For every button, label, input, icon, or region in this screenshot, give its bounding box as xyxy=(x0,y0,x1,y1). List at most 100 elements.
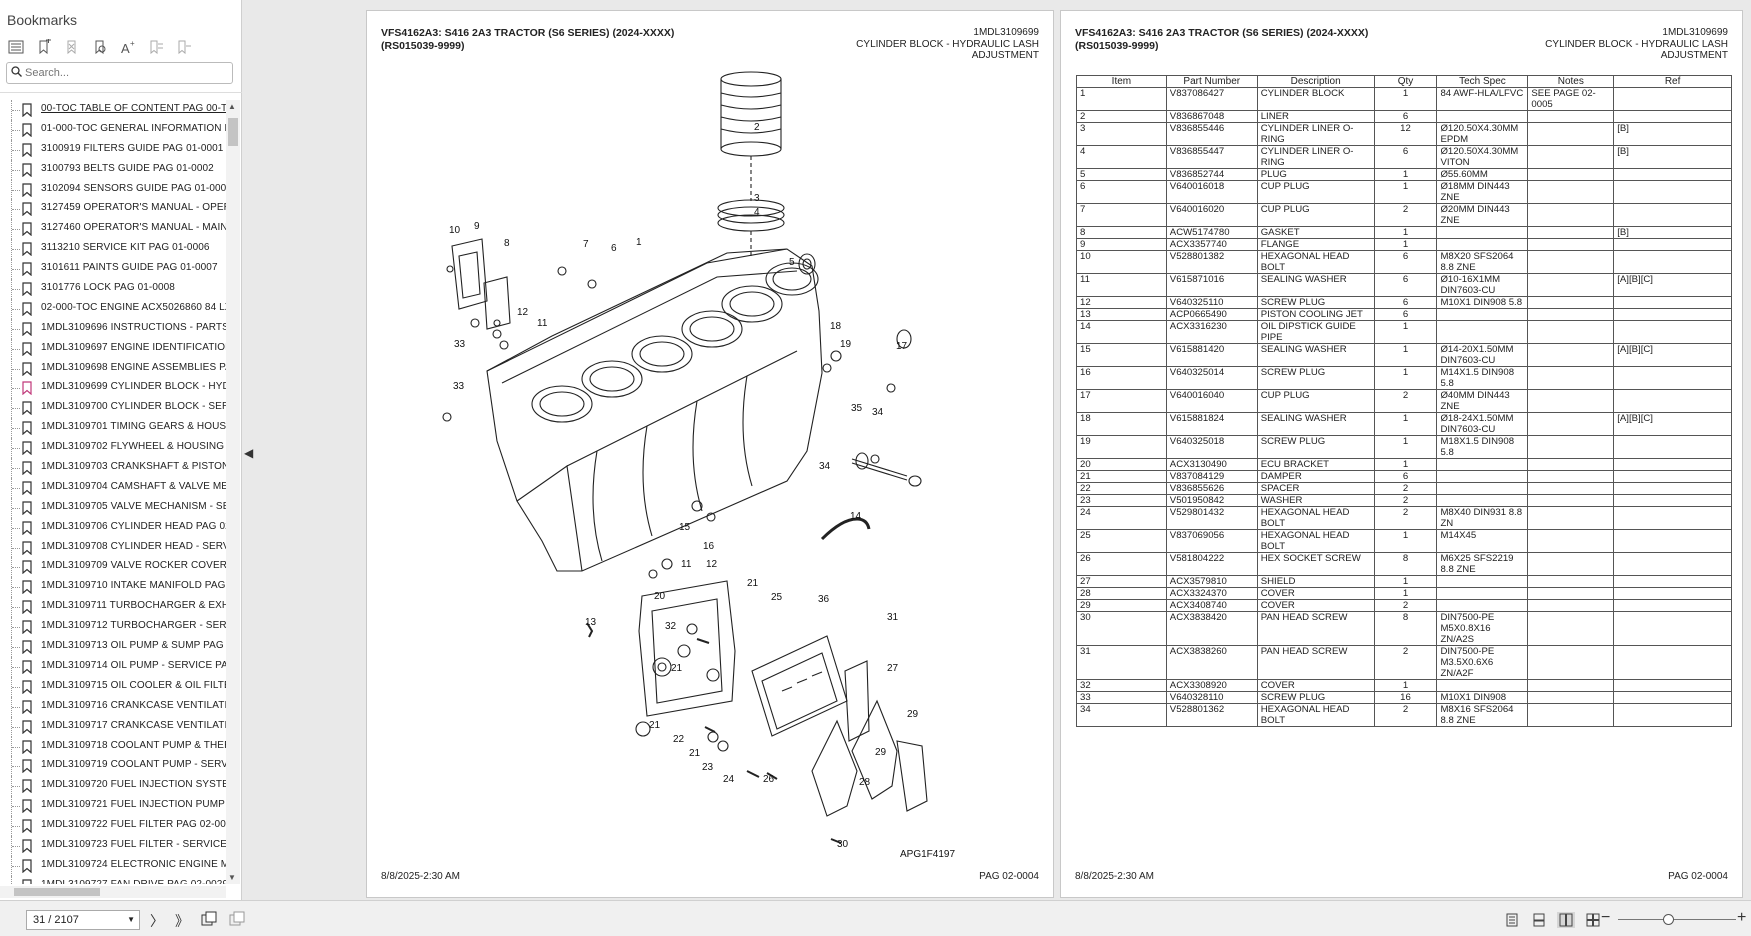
bookmark-icon xyxy=(22,163,32,177)
collapse-bookmarks-icon[interactable] xyxy=(174,37,194,57)
continuous-view-icon[interactable] xyxy=(1530,912,1548,928)
table-cell xyxy=(1527,494,1615,507)
bookmark-item[interactable]: 1MDL3109716 CRANKCASE VENTILATION xyxy=(0,696,226,717)
table-cell xyxy=(1613,611,1732,646)
bookmark-item[interactable]: 1MDL3109710 INTAKE MANIFOLD PAG 02 xyxy=(0,577,226,598)
tree-line xyxy=(11,418,12,439)
enlarge-text-icon[interactable]: A+ xyxy=(118,37,138,57)
zoom-out-icon[interactable]: − xyxy=(1601,909,1611,926)
scrollbar-thumb[interactable] xyxy=(228,118,238,146)
options-menu-icon[interactable] xyxy=(6,37,26,57)
bookmark-item[interactable]: 01-000-TOC GENERAL INFORMATION PAG xyxy=(0,119,226,140)
bookmark-item[interactable]: 1MDL3109705 VALVE MECHANISM - SERV xyxy=(0,497,226,518)
scrollbar-thumb[interactable] xyxy=(14,888,100,896)
bookmark-item[interactable]: 1MDL3109706 CYLINDER HEAD PAG 02-00 xyxy=(0,517,226,538)
bookmark-item[interactable]: 1MDL3109697 ENGINE IDENTIFICATION P xyxy=(0,338,226,359)
bookmark-item[interactable]: 1MDL3109701 TIMING GEARS & HOUSING xyxy=(0,418,226,439)
bookmark-item[interactable]: 1MDL3109696 INSTRUCTIONS - PARTS LIS xyxy=(0,318,226,339)
bookmark-item[interactable]: 1MDL3109715 OIL COOLER & OIL FILTER xyxy=(0,676,226,697)
collapse-sidebar-icon[interactable]: ◀ xyxy=(244,446,254,460)
bookmark-item[interactable]: 1MDL3109719 COOLANT PUMP - SERVICE xyxy=(0,756,226,777)
two-page-continuous-icon[interactable] xyxy=(1584,912,1602,928)
table-cell: V836855447 xyxy=(1165,145,1258,169)
table-cell: 6 xyxy=(1373,470,1438,483)
tree-line xyxy=(12,428,20,430)
table-cell: SEE PAGE 02-0005 xyxy=(1527,87,1615,111)
table-cell: 34 xyxy=(1076,703,1167,727)
bookmark-search[interactable] xyxy=(6,62,233,84)
bookmark-horizontal-scrollbar[interactable] xyxy=(0,886,226,898)
callout-number: 23 xyxy=(702,762,714,773)
tree-line xyxy=(12,507,20,509)
tree-line xyxy=(11,796,12,817)
bookmark-item[interactable]: 1MDL3109712 TURBOCHARGER - SERVICE xyxy=(0,617,226,638)
bookmark-item[interactable]: 1MDL3109718 COOLANT PUMP & THERM xyxy=(0,736,226,757)
bookmark-item[interactable]: 1MDL3109703 CRANKSHAFT & PISTONS P xyxy=(0,458,226,478)
bookmark-item[interactable]: 3127459 OPERATOR'S MANUAL - OPERAT xyxy=(0,199,226,220)
table-cell: 6 xyxy=(1373,110,1438,123)
bookmark-item[interactable]: 3127460 OPERATOR'S MANUAL - MAINTE xyxy=(0,219,226,240)
scroll-down-icon[interactable]: ▼ xyxy=(228,873,236,882)
bookmark-icon xyxy=(22,401,32,416)
zoom-in-icon[interactable]: + xyxy=(1737,909,1747,926)
split-window-icon[interactable] xyxy=(229,911,245,930)
bookmark-item[interactable]: 1MDL3109698 ENGINE ASSEMBLIES PAG 0 xyxy=(0,358,226,379)
bookmark-icon xyxy=(22,560,32,575)
bookmark-item[interactable]: 00-TOC TABLE OF CONTENT PAG 00-TOC xyxy=(0,100,226,120)
bookmark-label: 1MDL3109715 OIL COOLER & OIL FILTER xyxy=(41,679,226,691)
callout-number: 34 xyxy=(819,461,831,472)
bookmark-item[interactable]: 1MDL3109727 FAN DRIVE PAG 02-0029 xyxy=(0,875,226,884)
table-cell xyxy=(1613,494,1732,507)
bookmark-search-input[interactable] xyxy=(25,67,225,79)
bookmark-item[interactable]: 1MDL3109717 CRANKCASE VENTILATION xyxy=(0,716,226,737)
bookmark-item[interactable]: 1MDL3109713 OIL PUMP & SUMP PAG 02 xyxy=(0,637,226,657)
table-cell: 14 xyxy=(1076,320,1167,344)
add-bookmark-icon[interactable] xyxy=(34,37,54,57)
bookmark-item[interactable]: 1MDL3109711 TURBOCHARGER & EXHAU xyxy=(0,597,226,618)
expand-bookmarks-icon[interactable] xyxy=(146,37,166,57)
last-page-icon[interactable]: 》 xyxy=(175,913,189,929)
bookmark-item[interactable]: 1MDL3109699 CYLINDER BLOCK - HYDRA xyxy=(0,378,226,399)
tree-line xyxy=(11,497,12,518)
zoom-slider[interactable] xyxy=(1618,919,1736,920)
bookmark-item[interactable]: 1MDL3109704 CAMSHAFT & VALVE MECH xyxy=(0,477,226,498)
bookmark-item[interactable]: 3101776 LOCK PAG 01-0008 xyxy=(0,279,226,299)
bookmark-item[interactable]: 3100793 BELTS GUIDE PAG 01-0002 xyxy=(0,159,226,180)
zoom-slider-thumb[interactable] xyxy=(1663,914,1674,925)
two-page-view-icon[interactable] xyxy=(1557,912,1575,928)
page-number-field[interactable]: 31 / 2107 ▼ xyxy=(26,910,140,930)
bookmark-item[interactable]: 1MDL3109708 CYLINDER HEAD - SERVICE xyxy=(0,537,226,558)
bookmark-item[interactable]: 3113210 SERVICE KIT PAG 01-0006 xyxy=(0,239,226,260)
tree-line xyxy=(11,577,12,598)
bookmark-item[interactable]: 1MDL3109720 FUEL INJECTION SYSTEM P xyxy=(0,776,226,797)
new-window-icon[interactable] xyxy=(201,911,217,930)
single-page-view-icon[interactable] xyxy=(1503,912,1521,928)
bookmark-item[interactable]: 1MDL3109722 FUEL FILTER PAG 02-0026 xyxy=(0,816,226,836)
bookmark-item[interactable]: 1MDL3109721 FUEL INJECTION PUMP - S xyxy=(0,796,226,817)
table-cell: V837069056 xyxy=(1165,529,1258,553)
bookmark-item[interactable]: 3102094 SENSORS GUIDE PAG 01-0003 xyxy=(0,179,226,200)
bookmark-item[interactable]: 1MDL3109724 ELECTRONIC ENGINE MANA xyxy=(0,855,226,876)
bookmark-item[interactable]: 3101611 PAINTS GUIDE PAG 01-0007 xyxy=(0,259,226,280)
bookmark-item[interactable]: 1MDL3109702 FLYWHEEL & HOUSING PA xyxy=(0,438,226,459)
bookmark-item[interactable]: 1MDL3109709 VALVE ROCKER COVER PAG xyxy=(0,557,226,578)
bookmark-properties-icon[interactable] xyxy=(90,37,110,57)
bookmark-item[interactable]: 1MDL3109723 FUEL FILTER - SERVICE PAR xyxy=(0,835,226,856)
bookmark-item[interactable]: 1MDL3109700 CYLINDER BLOCK - SERVIC xyxy=(0,398,226,419)
page-title: VFS4162A3: S416 2A3 TRACTOR (S6 SERIES) … xyxy=(381,27,675,52)
table-cell: ACX3579810 xyxy=(1165,575,1258,588)
table-cell: Ø120.50X4.30MM EPDM xyxy=(1436,122,1529,146)
next-page-icon[interactable]: 〉 xyxy=(150,913,164,929)
chevron-down-icon[interactable]: ▼ xyxy=(127,915,135,924)
scroll-up-icon[interactable]: ▲ xyxy=(228,102,236,111)
bookmark-item[interactable]: 1MDL3109714 OIL PUMP - SERVICE PART xyxy=(0,656,226,677)
table-cell: SEALING WASHER xyxy=(1256,343,1375,367)
table-cell: 1 xyxy=(1373,238,1438,251)
bookmark-item[interactable]: 02-000-TOC ENGINE ACX5026860 84 LXTN xyxy=(0,298,226,319)
bookmark-vertical-scrollbar[interactable]: ▲ ▼ xyxy=(226,100,240,884)
delete-bookmark-icon[interactable] xyxy=(62,37,82,57)
table-cell: Ø18MM DIN443 ZNE xyxy=(1436,180,1529,204)
bookmark-item[interactable]: 3100919 FILTERS GUIDE PAG 01-0001 xyxy=(0,139,226,160)
